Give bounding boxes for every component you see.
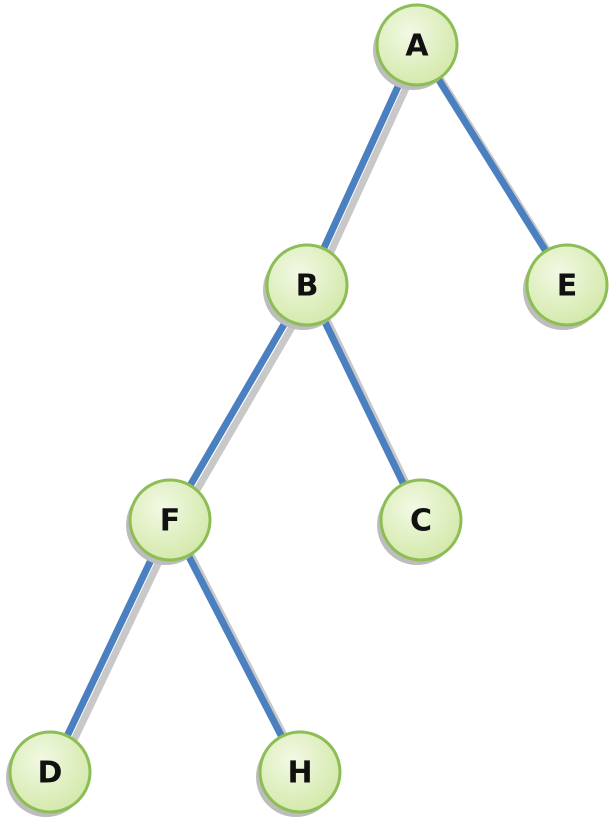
edge-f-d bbox=[46, 518, 180, 780]
nodes-layer: A B E F C D H bbox=[6, 3, 609, 817]
edge-line bbox=[414, 43, 570, 287]
node-circle bbox=[375, 3, 459, 87]
node-circle bbox=[8, 730, 92, 814]
edge-line bbox=[46, 518, 174, 774]
node-label: C bbox=[410, 504, 432, 539]
tree-node-f: F bbox=[126, 478, 212, 565]
edge-shadow bbox=[172, 289, 317, 528]
edge-line bbox=[166, 518, 304, 774]
tree-node-c: C bbox=[377, 478, 463, 565]
node-circle bbox=[379, 478, 463, 562]
node-label: B bbox=[296, 269, 319, 304]
node-label: D bbox=[38, 756, 63, 791]
tree-node-b: B bbox=[263, 243, 349, 330]
node-label: E bbox=[557, 269, 578, 304]
node-label: H bbox=[287, 756, 312, 791]
node-circle bbox=[525, 243, 609, 327]
node-circle bbox=[265, 243, 349, 327]
tree-node-e: E bbox=[523, 243, 609, 330]
edge-shadow bbox=[52, 524, 180, 780]
edge-line bbox=[303, 283, 425, 522]
tree-node-a: A bbox=[373, 3, 459, 90]
node-label: F bbox=[160, 504, 181, 539]
edges-layer bbox=[46, 43, 576, 780]
node-circle bbox=[258, 730, 342, 814]
node-circle bbox=[128, 478, 212, 562]
edge-shadow bbox=[309, 49, 427, 293]
tree-node-h: H bbox=[256, 730, 342, 817]
node-label: A bbox=[405, 29, 429, 64]
tree-node-d: D bbox=[6, 730, 92, 817]
